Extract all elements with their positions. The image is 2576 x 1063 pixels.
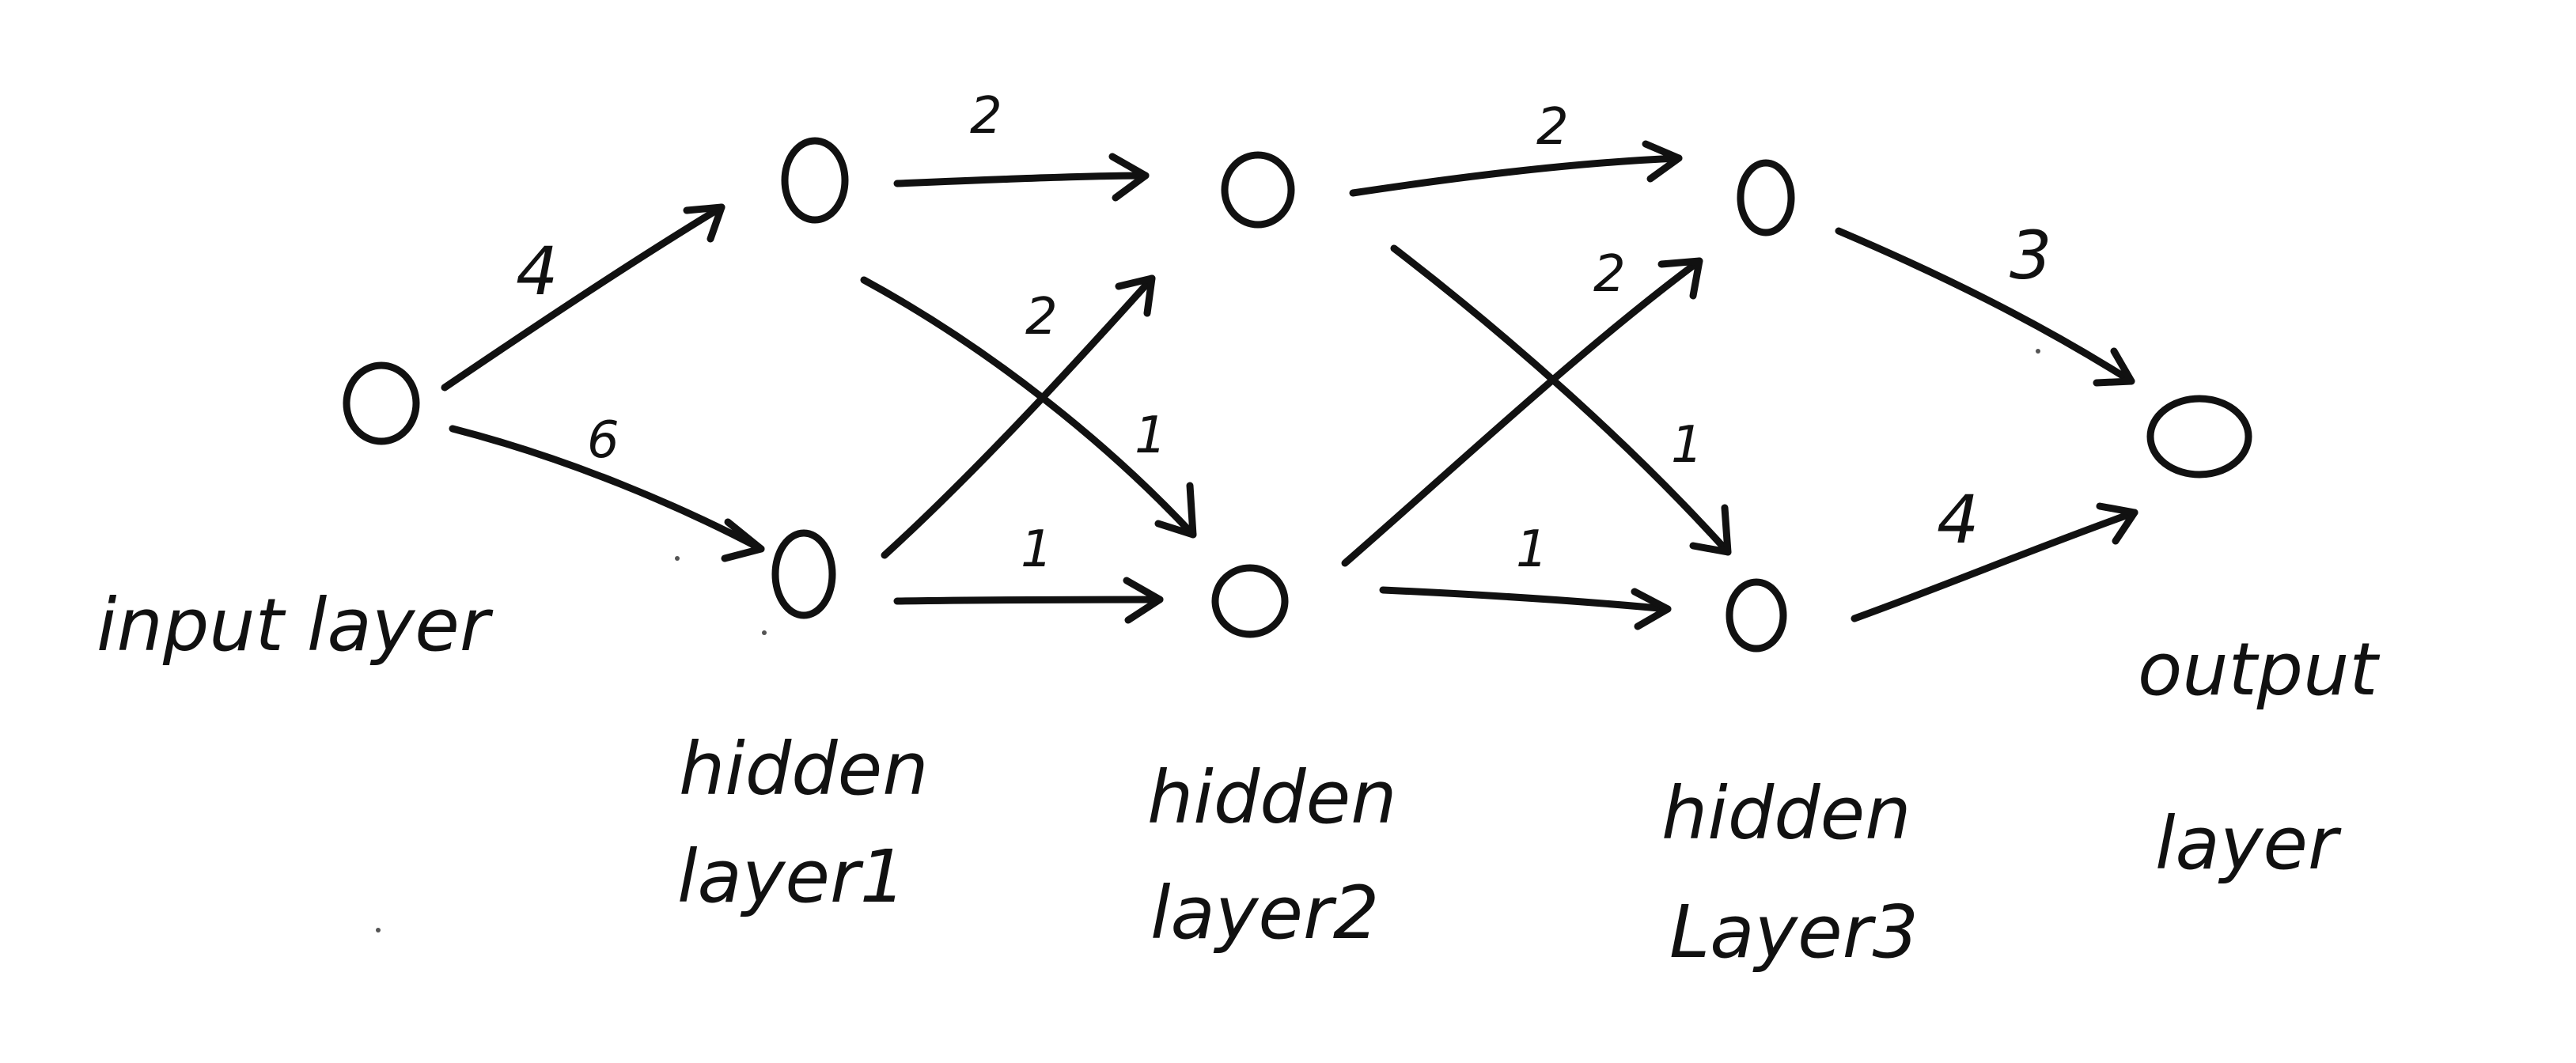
node-output — [2146, 395, 2252, 479]
weight-h3a-out: 3 — [2010, 217, 2051, 294]
node-hidden1-top — [781, 137, 849, 224]
edge-h3b-out — [1851, 509, 2138, 622]
arrowhead-h1b-h2a — [1115, 274, 1156, 317]
nodes — [343, 137, 2252, 653]
node-hidden1-bottom — [771, 529, 836, 619]
node-hidden3-top — [1737, 159, 1795, 236]
weight-h3b-out: 4 — [1937, 481, 1979, 558]
weight-in-h1b: 6 — [587, 411, 619, 470]
label-hidden2-line2: layer2 — [1150, 871, 1379, 955]
label-hidden3-line2: Layer3 — [1669, 890, 1919, 974]
edges — [441, 140, 2138, 630]
label-output-line1: output — [2138, 627, 2380, 712]
node-hidden2-bottom — [1211, 564, 1289, 638]
arrowhead-h3a-out — [2093, 347, 2135, 387]
arrowhead-h2b-h3a — [1657, 257, 1703, 300]
weight-in-h1a: 4 — [516, 233, 558, 310]
weight-h2a-h3a: 2 — [1536, 98, 1569, 157]
label-hidden1-line2: layer1 — [677, 834, 906, 919]
speck — [2036, 349, 2040, 354]
label-hidden3-line1: hidden — [1661, 771, 1911, 856]
edge-h2b-h3a — [1341, 257, 1703, 567]
arrowhead-h2b-h3b — [1631, 588, 1672, 630]
weight-h1b-h2a: 2 — [1025, 288, 1058, 346]
node-hidden2-top — [1221, 151, 1295, 229]
edge-h3a-out — [1835, 227, 2135, 385]
label-output-line2: layer — [2155, 801, 2342, 886]
edge-h1b-h2a — [881, 274, 1156, 559]
arrowhead-h1a-h2b — [1154, 482, 1197, 539]
edge-h2b-h3b — [1379, 586, 1672, 613]
weight-h1a-h2b: 1 — [1135, 407, 1167, 465]
edge-h1b-h2b — [893, 596, 1164, 605]
edge-weights: 4 6 2 1 2 1 2 1 2 1 3 4 — [516, 87, 2051, 579]
arrowhead-in-h1b — [721, 518, 765, 562]
edge-in-h1a — [441, 203, 725, 392]
paper-specks — [376, 349, 2040, 932]
speck — [376, 928, 381, 932]
arrowhead-h1b-h2b — [1123, 577, 1164, 624]
edge-h2a-h3a — [1349, 154, 1683, 197]
edge-h2a-h3b — [1390, 244, 1732, 556]
weight-h1b-h2b: 1 — [1021, 520, 1053, 579]
speck — [762, 630, 767, 635]
arrowhead-h2a-h3b — [1689, 504, 1732, 556]
arrowhead-h2a-h3a — [1642, 140, 1683, 183]
label-hidden2-line1: hidden — [1147, 755, 1397, 840]
weight-h2a-h3b: 1 — [1671, 416, 1703, 475]
weight-h1a-h2a: 2 — [970, 87, 1002, 146]
node-input — [343, 361, 420, 445]
edge-in-h1b — [449, 425, 765, 553]
arrowhead-h3b-out — [2096, 502, 2138, 545]
arrowhead-in-h1a — [683, 203, 725, 243]
edge-h1a-h2a — [893, 172, 1150, 187]
label-hidden1-line1: hidden — [679, 727, 929, 811]
speck — [675, 556, 680, 561]
label-input-layer: input layer — [97, 583, 494, 668]
weight-h2b-h3a: 2 — [1593, 245, 1626, 304]
arrowhead-h1a-h2a — [1108, 153, 1150, 202]
node-hidden3-bottom — [1726, 578, 1787, 653]
weight-h2b-h3b: 1 — [1516, 520, 1548, 579]
layer-labels: input layer hidden layer1 hidden layer2 … — [97, 583, 2380, 974]
